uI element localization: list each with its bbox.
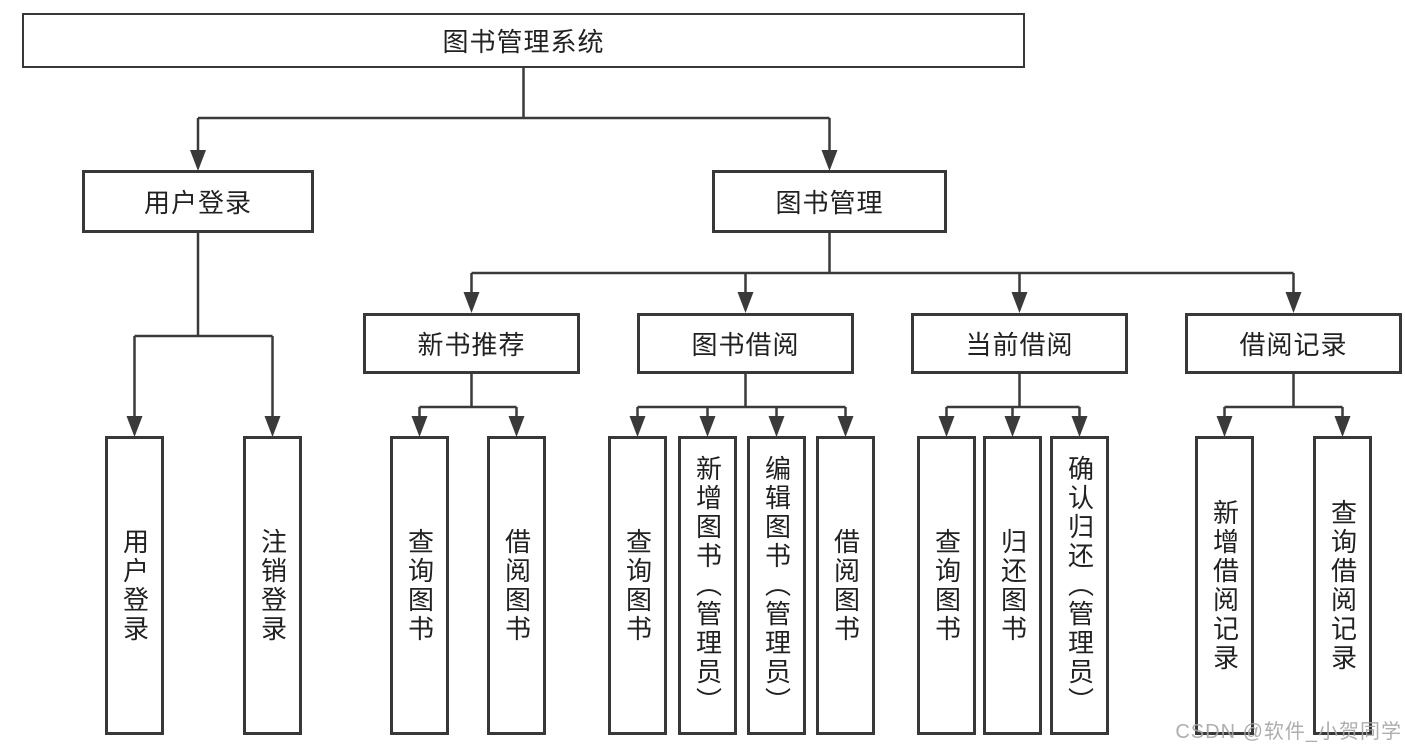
node-label: 查询借阅记录 (1327, 498, 1358, 673)
leaf-add-borrow-record: 新增借阅记录 (1195, 436, 1254, 735)
leaf-query-books-recommend: 查询图书 (390, 436, 449, 735)
node-label: 注销登录 (257, 527, 288, 644)
node-label: 用户登录 (119, 527, 150, 644)
leaf-borrow-books-recommend: 借阅图书 (487, 436, 546, 735)
node-label: 借阅图书 (501, 527, 532, 644)
leaf-query-books-borrow: 查询图书 (608, 436, 667, 735)
leaf-add-book-admin: 新增图书（管理员） (678, 436, 737, 735)
node-label: 图书管理 (775, 188, 884, 218)
node-label: 新书推荐 (417, 330, 526, 360)
leaf-edit-book-admin: 编辑图书（管理员） (747, 436, 806, 735)
node-label: 归还图书 (997, 527, 1028, 644)
node-label: 查询图书 (404, 527, 435, 644)
csdn-watermark: CSDN @软件_小贺同学 (1175, 721, 1402, 743)
leaf-query-books-current: 查询图书 (917, 436, 976, 735)
leaf-borrow-books: 借阅图书 (816, 436, 875, 735)
node-label: 确认归还（管理员） (1064, 455, 1095, 716)
leaf-return-books: 归还图书 (983, 436, 1042, 735)
leaf-user-login: 用户登录 (105, 436, 164, 735)
node-current-borrowing: 当前借阅 (911, 313, 1128, 374)
node-label: 当前借阅 (965, 330, 1074, 360)
node-label: 借阅图书 (830, 527, 861, 644)
node-label: 图书借阅 (691, 330, 800, 360)
node-label: 查询图书 (622, 527, 653, 644)
node-new-book-recommend: 新书推荐 (363, 313, 580, 374)
leaf-query-borrow-record: 查询借阅记录 (1313, 436, 1372, 735)
leaf-logout: 注销登录 (243, 436, 302, 735)
node-library-management-system: 图书管理系统 (22, 13, 1025, 68)
node-label: 新增借阅记录 (1209, 498, 1240, 673)
node-label: 用户登录 (143, 188, 252, 218)
node-label: 新增图书（管理员） (692, 455, 723, 716)
arrowheads (126, 150, 1351, 437)
node-book-borrowing: 图书借阅 (637, 313, 854, 374)
node-label: 查询图书 (931, 527, 962, 644)
node-user-login: 用户登录 (82, 170, 314, 233)
node-book-management: 图书管理 (712, 170, 947, 233)
node-label: 图书管理系统 (442, 27, 605, 57)
node-label: 借阅记录 (1239, 330, 1348, 360)
node-label: 编辑图书（管理员） (761, 455, 792, 716)
leaf-confirm-return-admin: 确认归还（管理员） (1050, 436, 1109, 735)
node-borrowing-records: 借阅记录 (1185, 313, 1402, 374)
